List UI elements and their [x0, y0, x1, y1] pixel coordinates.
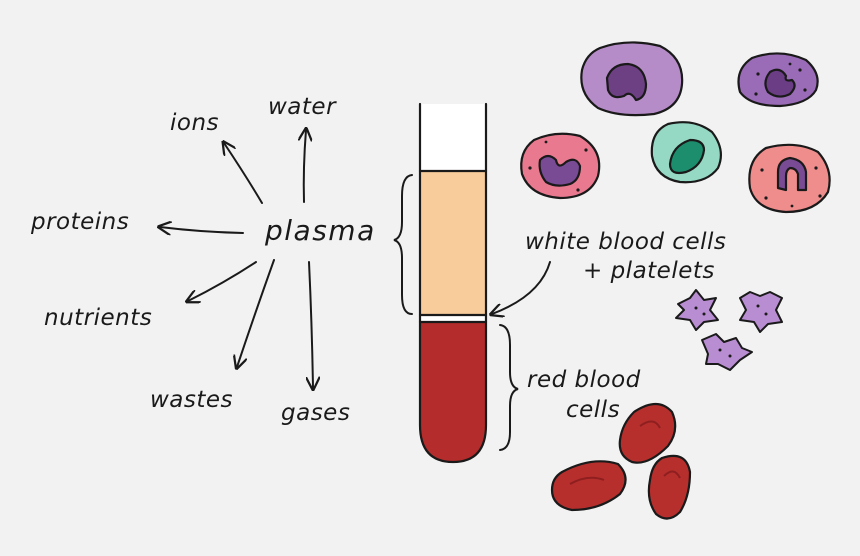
water-label: water — [268, 94, 337, 120]
arrow-icon — [492, 261, 551, 314]
arrow-icon — [304, 130, 306, 203]
arrow-icon — [160, 227, 244, 233]
arrow-icon — [224, 143, 263, 204]
red-blood-cell-icon — [647, 454, 692, 520]
plasma-label: plasma — [265, 214, 376, 247]
platelet-icon — [675, 289, 719, 331]
red-cell-layer — [420, 322, 486, 462]
white-blood-cell-icon — [520, 132, 601, 200]
brace-icon — [393, 174, 413, 315]
red-blood-cells-label: red blood — [527, 367, 641, 393]
red-blood-cell-icon — [550, 460, 627, 512]
plasma-arrows — [160, 130, 313, 388]
test-tube-icon — [418, 102, 488, 464]
wastes-label: wastes — [150, 387, 234, 413]
platelet-icon — [739, 291, 783, 333]
gases-label: gases — [281, 400, 351, 426]
red-cell-brace — [499, 324, 519, 451]
red-blood-cells-label-line2: cells — [566, 397, 621, 423]
white-blood-cells-label: white blood cells — [525, 229, 727, 255]
plasma-layer — [420, 172, 486, 315]
plasma-brace — [393, 174, 413, 315]
brace-icon — [499, 324, 519, 451]
white-blood-cell-icon — [580, 41, 684, 117]
white-blood-cells — [520, 41, 831, 214]
platelets-label: + platelets — [583, 258, 715, 284]
red-blood-cell-icon — [618, 402, 677, 464]
platelets — [675, 289, 783, 371]
white-blood-cell-icon — [737, 52, 819, 108]
arrow-icon — [309, 261, 313, 388]
white-blood-cell-icon — [650, 121, 723, 184]
proteins-label: proteins — [31, 209, 130, 235]
nutrients-label: nutrients — [44, 305, 153, 331]
buffy-coat-layer — [420, 315, 486, 322]
red-blood-cells — [550, 402, 692, 520]
arrow-icon — [237, 259, 275, 367]
ions-label: ions — [170, 110, 220, 136]
white-blood-cell-icon — [748, 143, 831, 214]
arrow-icon — [188, 261, 257, 301]
platelet-icon — [701, 333, 753, 371]
